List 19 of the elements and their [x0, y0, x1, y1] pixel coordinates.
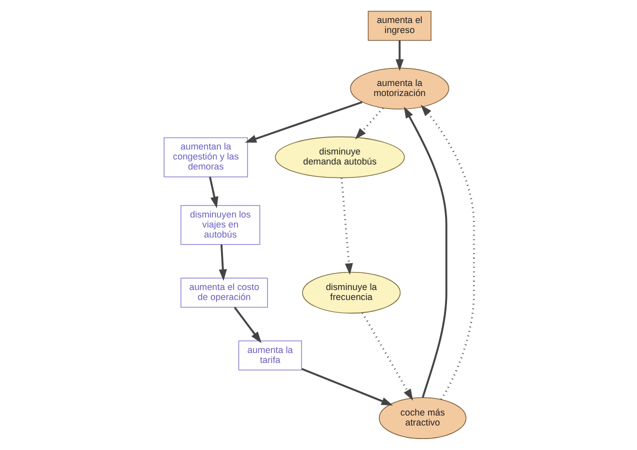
node-box: aumenta la tarifa: [238, 340, 302, 370]
arrow: [361, 312, 412, 401]
arrow: [300, 368, 392, 406]
node-box: aumentan la congestión y las demoras: [163, 137, 248, 178]
arrow: [340, 178, 352, 275]
arrow: [233, 306, 262, 344]
arrow: [244, 101, 362, 143]
arrow: [403, 106, 447, 398]
arrow: [354, 107, 384, 140]
node-box: disminuyen los viajes en autobús: [180, 205, 260, 245]
arrow: [420, 104, 474, 400]
arrow: [218, 244, 226, 281]
arrow: [208, 176, 218, 208]
node-box: aumenta el ingreso: [367, 10, 431, 41]
node-ellipse: aumenta la motorización: [350, 68, 449, 110]
arrow: [395, 40, 404, 71]
node-box: aumenta el costo de operación: [180, 278, 268, 308]
node-ellipse: disminuye la frecuencia: [302, 272, 400, 314]
node-ellipse: disminuye demanda autobús: [274, 136, 404, 178]
